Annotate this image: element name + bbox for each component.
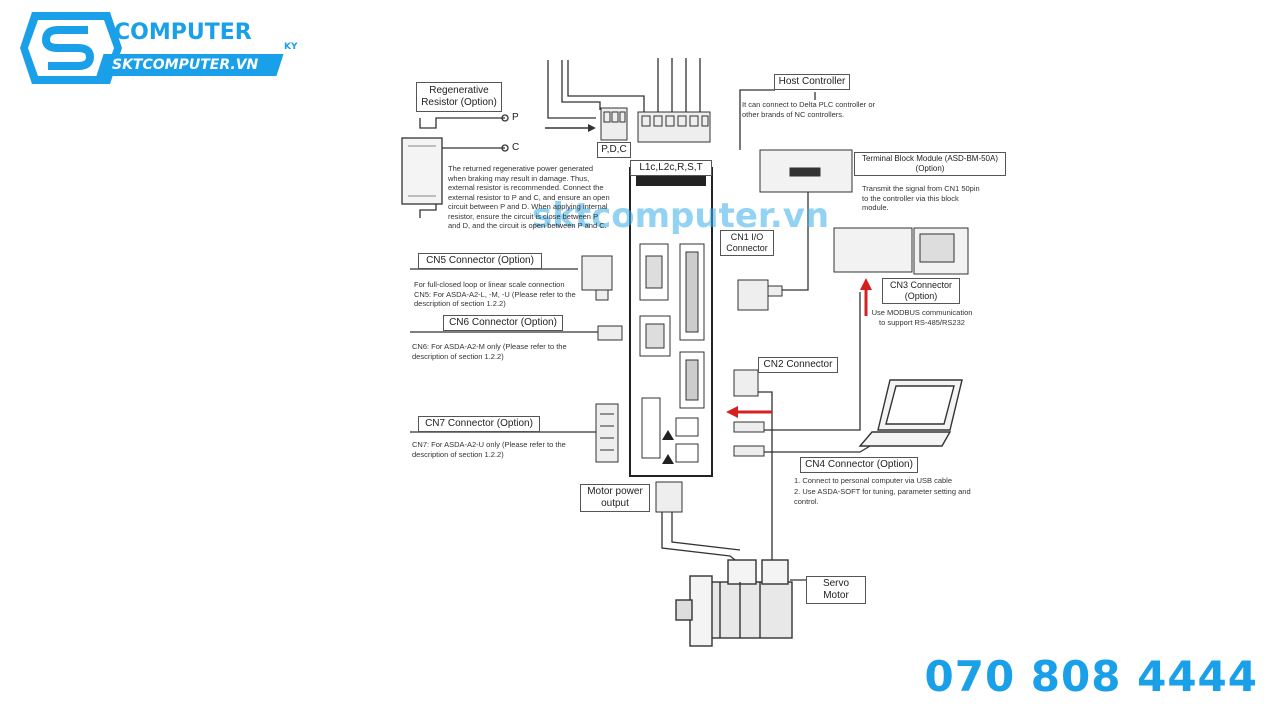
brand-name: COMPUTER [114,20,252,45]
brand-logo-mark [20,12,122,84]
cn7-note: CN7: For ASDA-A2-U only (Please refer to… [412,440,566,459]
cn5-label: CN5 Connector (Option) [418,253,542,269]
brand-suffix: KY [284,42,298,52]
terminal-block-note: Transmit the signal from CN1 50pin to th… [862,184,980,212]
regen-resistor-label: Regenerative Resistor (Option) [416,82,502,112]
cn4-label: CN4 Connector (Option) [800,457,918,473]
phone-number: 070 808 4444 [924,652,1258,701]
watermark: sktcomputer.vn [532,196,830,236]
cn3-label: CN3 Connector (Option) [882,278,960,304]
servo-motor-label: Servo Motor [806,576,866,604]
motor-power-label: Motor power output [580,484,650,512]
cn6-note: CN6: For ASDA-A2-M only (Please refer to… [412,342,567,361]
pdc-label: P,D,C [597,142,631,158]
terminal-p-label: P [512,112,519,123]
cn2-label: CN2 Connector [758,357,838,373]
brand-site: SKTCOMPUTER.VN [112,57,259,73]
cn6-label: CN6 Connector (Option) [443,315,563,331]
terminal-c-label: C [512,142,520,153]
host-controller-label: Host Controller [774,74,850,90]
laptop-shape [858,379,963,447]
cn7-label: CN7 Connector (Option) [418,416,540,432]
cn1-label: CN1 I/O Connector [720,230,774,256]
cn5-note: For full-closed loop or linear scale con… [414,280,576,308]
servo-motor-shape [675,559,793,647]
servo-drive-shape [629,167,713,477]
cn4-note-1: 1. Connect to personal computer via USB … [794,476,953,485]
terminal-block-label: Terminal Block Module (ASD-BM-50A) (Opti… [854,152,1006,176]
regen-resistor-shape [401,137,443,205]
host-controller-note: It can connect to Delta PLC controller o… [742,100,875,119]
cn3-note: Use MODBUS communication to support RS-4… [871,308,973,327]
power-terminal-label: L1c,L2c,R,S,T [630,160,712,176]
cn4-note-2: 2. Use ASDA-SOFT for tuning, parameter s… [794,487,971,506]
regen-note: The returned regenerative power generate… [448,164,610,230]
